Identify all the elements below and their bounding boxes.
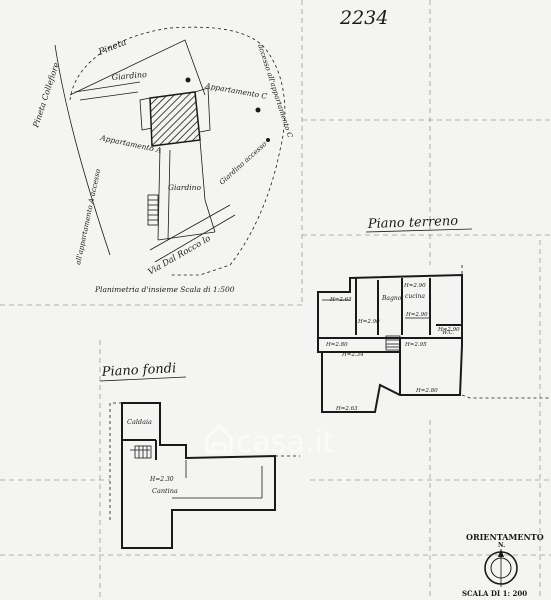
path-to-house	[74, 81, 141, 101]
basement-title: Piano fondi	[100, 361, 176, 380]
room-label: H=2.63	[335, 406, 358, 412]
room-label-caldaia: Caldaia	[127, 418, 152, 426]
watermark: casa.it	[205, 423, 335, 460]
label-giardino-bottom: Giardino	[168, 183, 201, 192]
room-label: H=2.90	[405, 312, 428, 318]
room-label-height: H=2.30	[149, 476, 174, 483]
property-boundary	[69, 26, 286, 276]
room-label: cucina	[405, 293, 425, 300]
site-stairs	[147, 194, 159, 226]
room-label-cantina: Cantina	[152, 487, 178, 495]
room-label: H=2.80	[325, 342, 348, 348]
ground-floor-title: Piano terreno	[367, 214, 459, 232]
pineta-boundary	[69, 39, 206, 96]
house-logo-icon	[205, 423, 233, 454]
north-label: N.	[498, 542, 505, 549]
room-label: H=2.34	[341, 352, 364, 358]
site-plan-caption: Planimetria d'insieme Scala di 1:500	[94, 285, 235, 294]
orientation-block: ORIENTAMENTO N. SCALA DI 1: 200	[462, 532, 544, 598]
left-road-edge	[54, 44, 111, 256]
label-giardino-top: Giardino	[111, 70, 147, 82]
orientation-label: ORIENTAMENTO	[466, 532, 544, 542]
garden-fence	[157, 139, 216, 241]
ground-floor-plan: Piano terreno H=2.63 H=2.90 Bagno	[317, 214, 551, 413]
basement-ext-outline	[109, 402, 300, 520]
via-road-edge	[149, 204, 236, 263]
tree-mark	[185, 77, 191, 83]
tree-mark	[266, 138, 270, 142]
room-label: H=2.80	[415, 388, 438, 394]
room-label: Bagno	[381, 295, 402, 302]
house-footprint	[149, 91, 201, 147]
room-label: H=2.90	[403, 283, 426, 289]
watermark-text: casa.it	[236, 425, 335, 460]
ground-floor-outer-wall	[317, 273, 463, 413]
scale-label: SCALA DI 1: 200	[462, 589, 527, 598]
room-label: H=2.90	[357, 319, 380, 325]
annex-outline	[139, 87, 211, 133]
basement-partitions	[122, 439, 263, 499]
sheet-number: 2234	[339, 7, 388, 29]
ground-floor-stairs	[385, 335, 401, 351]
room-label: H=2.95	[404, 342, 427, 348]
room-label: H=2.90	[437, 327, 460, 333]
ground-floor-terrace-outline	[461, 265, 551, 399]
basement-stairs	[134, 445, 152, 459]
tree-mark	[255, 107, 261, 113]
room-label: W.C.	[442, 330, 454, 336]
room-label: H=2.63	[329, 297, 352, 303]
basement-plan: Piano fondi Caldaia H=2.30 Cantina	[99, 361, 300, 549]
